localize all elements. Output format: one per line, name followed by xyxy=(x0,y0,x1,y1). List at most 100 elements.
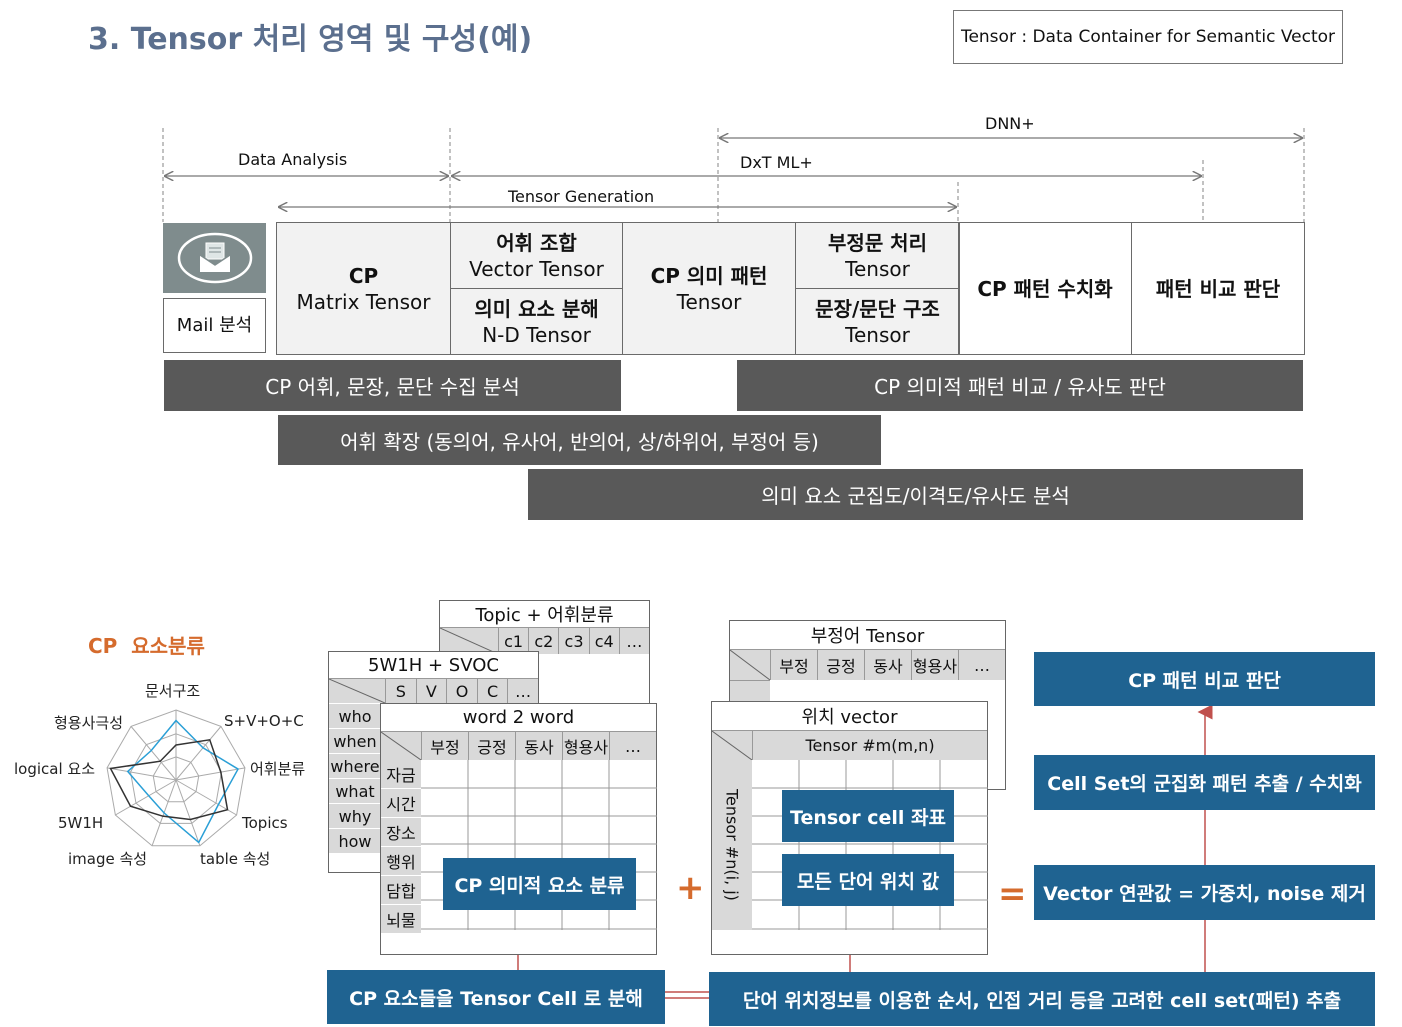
card-5w1h-col: O xyxy=(447,679,478,703)
box-compare-judge: CP 패턴 비교 판단 xyxy=(1034,652,1375,706)
radar-label-1: S+V+O+C xyxy=(224,712,304,730)
card-word2word-col: 긍정 xyxy=(469,732,516,760)
stage-pattern-compare: 패턴 비교 판단 xyxy=(1131,222,1305,355)
stage-semantic-decomp-title: 의미 요소 분해 xyxy=(474,296,599,321)
radar-label-0: 문서구조 xyxy=(145,682,201,700)
radar-label-4: table 속성 xyxy=(200,850,271,868)
card-word2word-col: 동사 xyxy=(516,732,563,760)
radar-spoke xyxy=(175,726,222,781)
bar-collect: CP 어휘, 문장, 문단 수집 분석 xyxy=(164,360,621,411)
stage-cp-matrix-sub: Matrix Tensor xyxy=(296,289,431,314)
radar-spoke xyxy=(130,726,177,781)
card-position-side: Tensor #n(i, j) xyxy=(712,760,752,930)
card-position-title: 위치 vector xyxy=(801,707,898,728)
bar-compare-text: CP 의미적 패턴 비교 / 유사도 판단 xyxy=(874,375,1166,399)
card-5w1h-row: where xyxy=(329,754,381,779)
box-cluster-pattern-text: Cell Set의 군집화 패턴 추출 / 수치화 xyxy=(1047,773,1362,795)
card-word2word-row: 행위 xyxy=(381,847,421,876)
box-semantic-class: CP 의미적 요소 분류 xyxy=(443,858,636,910)
card-5w1h-row: why xyxy=(329,804,381,829)
box-decompose-text: CP 요소들을 Tensor Cell 로 분해 xyxy=(349,987,643,1010)
card-topic-col: c1 xyxy=(499,628,530,654)
mail-envelope-icon xyxy=(163,223,266,293)
card-5w1h-col: V xyxy=(416,679,448,703)
box-extract-text: 단어 위치정보를 이용한 순서, 인접 거리 등을 고려한 cell set(패… xyxy=(742,989,1342,1012)
range-label-data-analysis: Data Analysis xyxy=(238,150,348,169)
card-5w1h-corner xyxy=(329,679,386,703)
card-word2word-row: 담합 xyxy=(381,876,421,905)
stage-cp-matrix: CP Matrix Tensor xyxy=(276,222,451,355)
radar-spoke xyxy=(175,779,201,846)
mail-analysis-box: Mail 분석 xyxy=(163,298,266,353)
card-word2word-title: word 2 word xyxy=(462,707,575,728)
card-word2word-row: 시간 xyxy=(381,789,421,818)
radar-spoke xyxy=(115,779,177,816)
card-topic-col: c2 xyxy=(529,628,560,654)
card-5w1h-row: what xyxy=(329,779,381,804)
stage-cp-semantic-title: CP 의미 패턴 xyxy=(650,263,768,288)
radar-label-2: 어휘분류 xyxy=(250,760,306,778)
page-title: 3. Tensor 처리 영역 및 구성(예) xyxy=(88,22,533,57)
radar-label-3: Topics xyxy=(242,814,288,832)
card-position-side-label: Tensor #n(i, j) xyxy=(722,789,742,901)
box-weight-text: Vector 연관값 = 가중치, noise 제거 xyxy=(1043,883,1366,905)
stage-semantic-decomp-sub: N-D Tensor xyxy=(482,322,591,347)
range-label-tensor-generation: Tensor Generation xyxy=(508,187,655,206)
range-label-dnn: DNN+ xyxy=(985,114,1035,133)
stage-sentence-struct-title: 문장/문단 구조 xyxy=(815,296,940,321)
card-negword-col: 부정 xyxy=(771,650,818,680)
radar-spoke xyxy=(106,767,177,781)
box-word-pos-text: 모든 단어 위치 값 xyxy=(796,870,940,893)
stage-cp-quant: CP 패턴 수치화 xyxy=(958,222,1132,355)
card-word2word-row: 자금 xyxy=(381,760,421,789)
radar-label-5: image 속성 xyxy=(68,850,148,868)
bar-expand-text: 어휘 확장 (동의어, 유사어, 반의어, 상/하위어, 부정어 등) xyxy=(340,429,819,454)
card-negword-title: 부정어 Tensor xyxy=(810,626,925,647)
box-compare-judge-text: CP 패턴 비교 판단 xyxy=(1128,669,1281,692)
card-5w1h-row: how xyxy=(329,829,381,854)
radar-spoke xyxy=(175,767,246,781)
radar-series-blue xyxy=(126,719,240,844)
stage-negation: 부정문 처리 Tensor xyxy=(795,222,960,289)
card-word2word-row: 장소 xyxy=(381,818,421,847)
bar-collect-text: CP 어휘, 문장, 문단 수집 분석 xyxy=(265,375,520,399)
box-extract: 단어 위치정보를 이용한 순서, 인접 거리 등을 고려한 cell set(패… xyxy=(709,972,1375,1026)
radar-title: CP 요소분류 xyxy=(88,634,205,658)
bar-compare: CP 의미적 패턴 비교 / 유사도 판단 xyxy=(737,360,1303,411)
card-word2word-col: 형용사 xyxy=(563,732,610,760)
radar-spoke xyxy=(175,779,237,816)
stage-vocab-combo-title: 어휘 조합 xyxy=(496,230,577,255)
card-topic-corner xyxy=(440,628,499,654)
stage-cp-quant-title: CP 패턴 수치화 xyxy=(977,276,1113,301)
card-5w1h-col: S xyxy=(386,679,417,703)
card-negword-col: 동사 xyxy=(865,650,912,680)
box-cell-coord: Tensor cell 좌표 xyxy=(782,790,954,842)
card-position-header: Tensor #m(m,n) xyxy=(753,731,987,760)
card-word2word: word 2 word 부정 긍정 동사 형용사 … 자금 시간 장소 행위 담… xyxy=(380,703,657,955)
box-word-pos: 모든 단어 위치 값 xyxy=(782,854,954,906)
stage-cp-semantic: CP 의미 패턴 Tensor xyxy=(622,222,796,355)
card-topic-title: Topic + 어휘분류 xyxy=(475,605,614,626)
definition-text: Tensor : Data Container for Semantic Vec… xyxy=(960,27,1336,47)
plus-operator: + xyxy=(676,868,705,908)
stage-sentence-struct-sub: Tensor xyxy=(845,322,910,347)
box-cluster-pattern: Cell Set의 군집화 패턴 추출 / 수치화 xyxy=(1034,755,1375,810)
radar-ring xyxy=(106,709,246,847)
stage-pattern-compare-title: 패턴 비교 판단 xyxy=(1155,276,1281,301)
stage-vocab-combo: 어휘 조합 Vector Tensor xyxy=(450,222,623,289)
card-5w1h-title: 5W1H + SVOC xyxy=(368,654,499,676)
card-negword-corner xyxy=(730,650,771,680)
card-5w1h-col: C xyxy=(477,679,509,703)
stage-sentence-struct: 문장/문단 구조 Tensor xyxy=(795,288,960,355)
equals-operator: = xyxy=(998,874,1027,914)
radar-ring xyxy=(152,756,200,803)
card-topic-col: … xyxy=(619,628,650,654)
box-weight: Vector 연관값 = 가중치, noise 제거 xyxy=(1034,865,1375,920)
card-topic-col: c3 xyxy=(559,628,590,654)
bar-cluster-text: 의미 요소 군집도/이격도/유사도 분석 xyxy=(761,484,1070,508)
definition-box: Tensor : Data Container for Semantic Vec… xyxy=(953,10,1343,64)
card-word2word-row: 뇌물 xyxy=(381,905,421,934)
card-word2word-col: … xyxy=(610,732,656,760)
card-word2word-col: 부정 xyxy=(422,732,469,760)
radar-series-dark xyxy=(109,738,229,821)
